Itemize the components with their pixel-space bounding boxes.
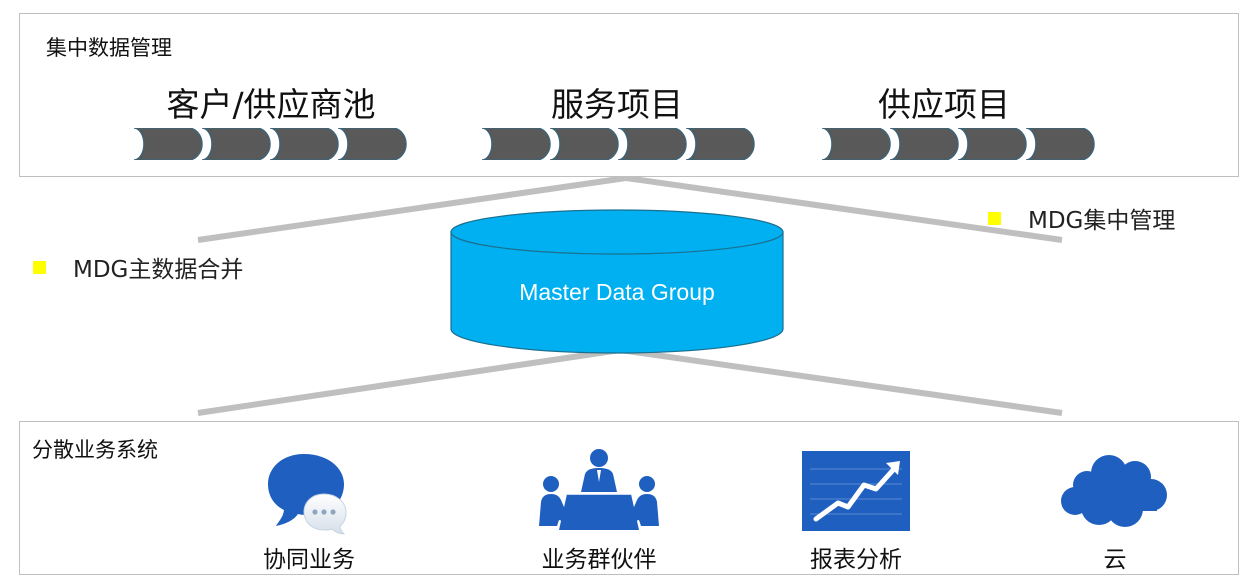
pool-segment xyxy=(202,128,271,160)
trend-chart-icon xyxy=(776,446,936,536)
connector-bottom-left xyxy=(197,347,621,416)
system-reporting: 报表分析 xyxy=(776,446,936,574)
system-label-business-partners: 业务群伙伴 xyxy=(541,547,657,573)
pool-segment xyxy=(134,128,203,160)
bullet-square-icon xyxy=(988,211,1001,225)
database-cylinder-icon xyxy=(450,209,784,354)
pool-segment xyxy=(958,128,1027,160)
meeting-group-icon xyxy=(519,446,679,536)
pool-segment xyxy=(1026,128,1095,160)
pool-label-supply-items: 供应项目 xyxy=(878,85,1010,124)
note-text-central: MDG集中管理 xyxy=(1028,208,1176,234)
system-label-reporting: 报表分析 xyxy=(810,547,902,573)
system-business-partners: 业务群伙伴 xyxy=(519,446,679,574)
panel-title-centralized: 集中数据管理 xyxy=(46,36,172,60)
note-text-merge: MDG主数据合并 xyxy=(73,257,244,283)
centralized-data-panel: 集中数据管理 客户/供应商池 服务项目 供应项目 xyxy=(19,13,1239,177)
pool-segment xyxy=(338,128,407,160)
note-master-data-merge: MDG主数据合并 xyxy=(33,250,243,284)
cloud-icon xyxy=(1035,446,1195,536)
cylinder-label: Master Data Group xyxy=(519,279,715,305)
distributed-systems-panel: 分散业务系统 协同业务 xyxy=(19,421,1239,575)
pool-segment xyxy=(890,128,959,160)
panel-title-distributed: 分散业务系统 xyxy=(32,438,158,462)
system-collaboration: 协同业务 xyxy=(229,446,389,574)
pool-segment xyxy=(822,128,891,160)
note-central-management: MDG集中管理 xyxy=(988,201,1175,235)
bullet-square-icon xyxy=(33,260,46,274)
pool-label-customer-supplier: 客户/供应商池 xyxy=(166,85,376,124)
pool-segment xyxy=(618,128,687,160)
pool-segment xyxy=(550,128,619,160)
system-label-cloud: 云 xyxy=(1103,547,1127,573)
pool-segment xyxy=(270,128,339,160)
connector-bottom-right xyxy=(619,347,1063,416)
master-data-group-cylinder: Master Data Group xyxy=(448,207,786,357)
pool-label-service-items: 服务项目 xyxy=(551,85,683,124)
pool-segment xyxy=(686,128,755,160)
system-label-collaboration: 协同业务 xyxy=(263,547,355,573)
system-cloud: 云 xyxy=(1035,446,1195,574)
pool-segment xyxy=(482,128,551,160)
chat-bubbles-icon xyxy=(229,446,389,536)
